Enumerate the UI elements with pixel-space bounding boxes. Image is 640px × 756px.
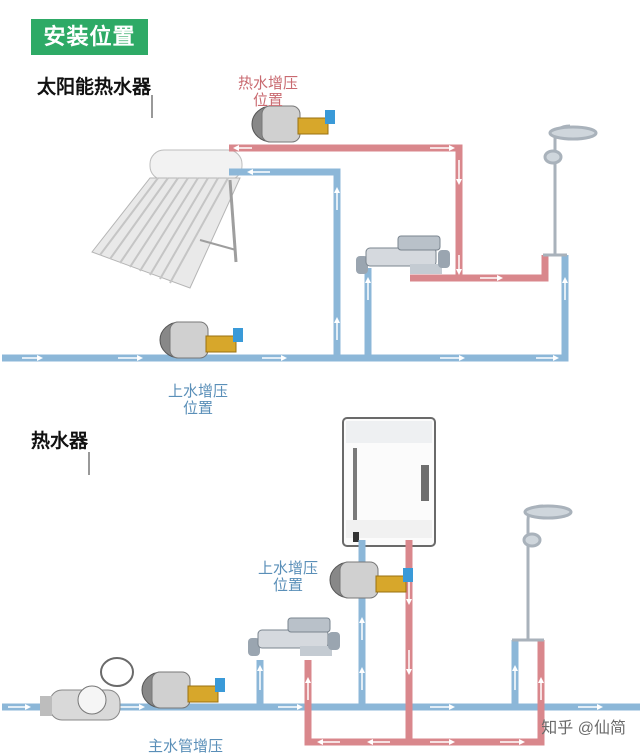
watermark: 知乎 @仙简 [541, 720, 626, 737]
solar-shower-icon [543, 124, 598, 257]
gas-hot-pipe-shower [409, 640, 545, 746]
gas-shower-icon [512, 504, 573, 642]
gas-inlet-pump-icon [329, 561, 413, 599]
gas-heater-title: 热水器 [31, 431, 89, 452]
solar-water-heater-icon [91, 149, 243, 289]
solar-hot-branch-pipe [410, 255, 549, 282]
solar-heater-title: 太阳能热水器 [37, 77, 152, 98]
solar-inlet-pump-icon [159, 321, 243, 359]
main-pipe-pump-label: 主水管增压 [148, 738, 224, 755]
solar-cold-supply-pipe [229, 168, 341, 358]
solar-faucet-icon [356, 235, 450, 274]
solar-hot-pipe [229, 144, 463, 275]
water-meter-icon [40, 657, 134, 721]
solar-main-cold-pipe [2, 255, 569, 362]
gas-inlet-pump-position-label: 上水增压 位置 [258, 560, 319, 594]
hot-water-pump-icon [251, 105, 335, 143]
section-tag: 安装位置 [31, 19, 148, 55]
solar-inlet-pump-position-label: 上水增压 位置 [168, 383, 229, 417]
gas-hot-pipe-faucet [304, 540, 413, 746]
main-pipe-pump-icon [141, 671, 225, 709]
gas-water-heater-icon [342, 417, 436, 547]
hot-pump-position-label: 热水增压 位置 [238, 75, 299, 109]
gas-faucet-icon [248, 617, 340, 656]
